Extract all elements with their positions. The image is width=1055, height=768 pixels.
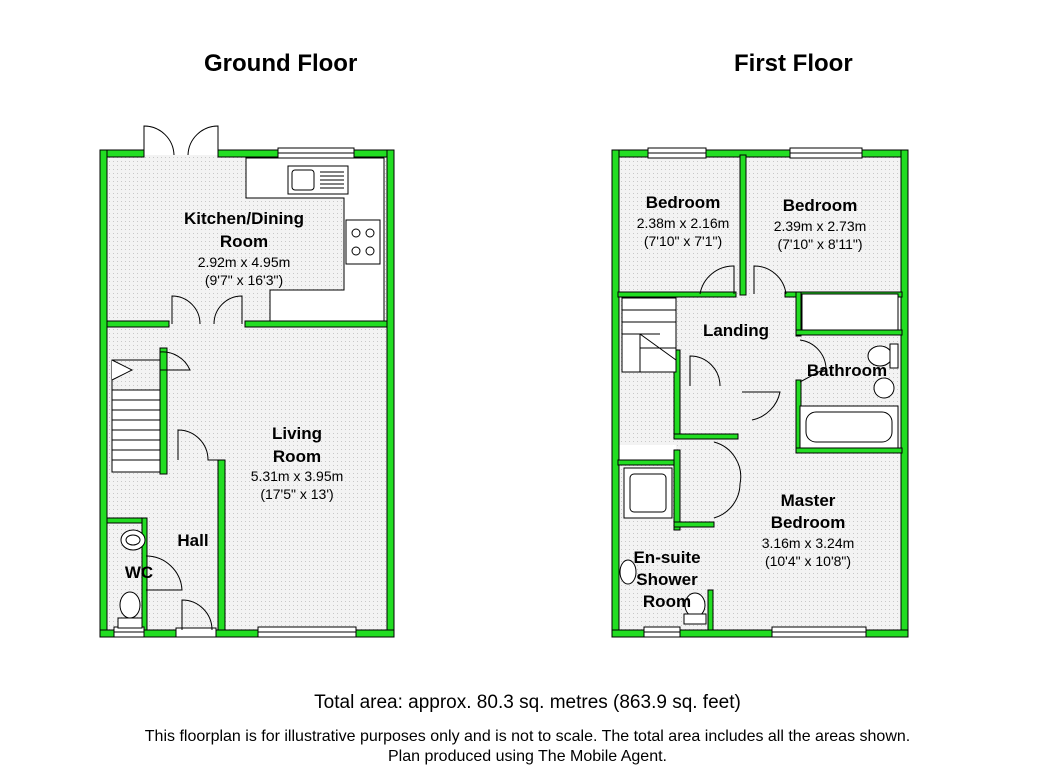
cupboard-door [689,355,721,387]
living-floor [224,325,388,630]
bathroom-door [799,339,827,383]
wc-toilet [117,591,143,629]
ensuite-label-line1: En-suite [633,548,700,567]
ground-floor-labels: Kitchen/Dining Room 2.92m x 4.95m (9'7" … [125,209,343,582]
shower-tray [623,467,673,519]
kitchen-worktop [245,157,385,326]
wc-label: WC [125,563,153,582]
bedroom2-door [699,265,735,295]
ground-floor-plan [99,125,395,638]
ensuite-door [713,441,742,519]
first-floor-labels: Bedroom 2.38m x 2.16m (7'10" x 7'1") Bed… [633,193,887,611]
bedroom2-floor [618,155,742,295]
first-floor-title: First Floor [734,50,853,77]
kitchen-metric: 2.92m x 4.95m [198,254,291,270]
wardrobe [801,293,899,331]
ensuite-toilet [683,592,707,625]
bathroom-label: Bathroom [807,361,887,380]
ensuite-label-line3: Room [643,592,691,611]
french-doors [143,125,219,156]
master-metric: 3.16m x 3.24m [762,535,855,551]
first-stairs [621,297,677,373]
first-floor-plan [611,147,909,638]
bath [799,405,899,449]
front-door [181,599,213,631]
ground-floor-title: Ground Floor [204,50,358,77]
ensuite-basin [619,559,637,585]
master-door [742,391,781,421]
bedroom2-label: Bedroom [646,193,721,212]
kitchen-label-line2: Room [220,232,268,251]
kitchen-label-line1: Kitchen/Dining [184,209,304,228]
wc-door [145,555,183,591]
wc-basin [120,529,146,551]
disclaimer-line1: This floorplan is for illustrative purpo… [144,728,911,745]
total-area: Total area: approx. 80.3 sq. metres (863… [314,692,741,713]
master-label-line1: Master [781,491,836,510]
bedroom3-label: Bedroom [783,196,858,215]
living-metric: 5.31m x 3.95m [251,468,344,484]
ensuite-label-line2: Shower [636,570,698,589]
bathroom-toilet [867,343,899,369]
kitchen-hob [345,219,381,265]
bedroom3-imperial: (7'10" x 8'11") [777,236,862,252]
bedroom3-floor [742,155,900,295]
kitchen-living-door [171,295,243,325]
hall-door [159,351,191,371]
living-imperial: (17'5" x 13') [260,486,333,502]
disclaimer-line2: Plan produced using The Mobile Agent. [387,748,667,765]
ground-stairs [111,359,161,473]
bathroom-basin [873,377,895,399]
kitchen-sink [287,165,349,195]
front-door-frame [175,627,217,638]
master-imperial: (10'4" x 10'8") [765,553,851,569]
bedroom3-metric: 2.39m x 2.73m [774,218,867,234]
hall-label: Hall [177,531,208,550]
living-label-line1: Living [272,424,322,443]
kitchen-imperial: (9'7" x 16'3") [205,272,283,288]
bedroom3-door [753,265,787,295]
living-door [177,429,218,461]
bedroom2-metric: 2.38m x 2.16m [637,215,730,231]
master-label-line2: Bedroom [771,513,846,532]
landing-label: Landing [703,321,769,340]
living-label-line2: Room [273,447,321,466]
bedroom2-imperial: (7'10" x 7'1") [644,233,722,249]
